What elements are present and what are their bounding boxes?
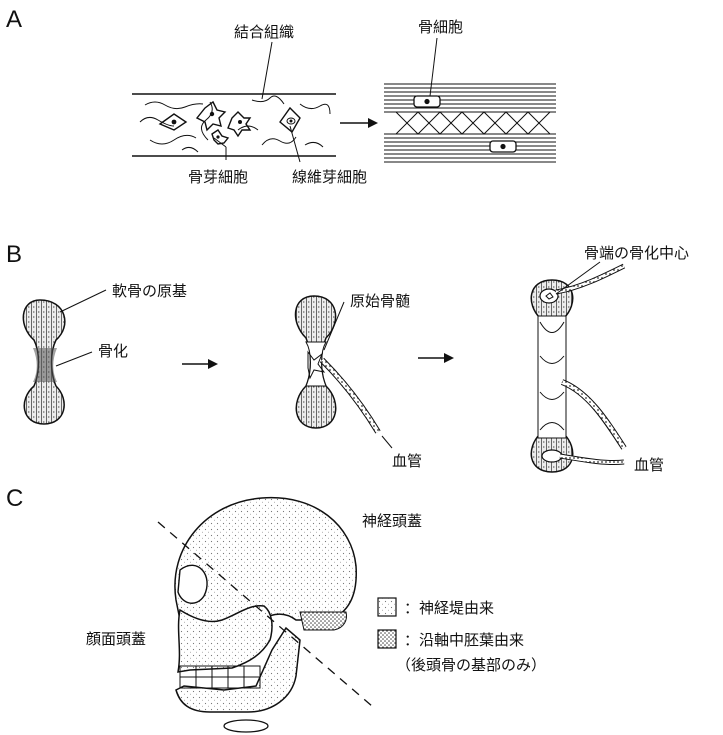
label-osteocyte: 骨細胞 — [418, 18, 463, 36]
arrow-b1 — [182, 359, 218, 369]
ossification-leader — [56, 352, 92, 366]
connective-tissue-leader — [262, 42, 272, 99]
label-viscerocranium: 顔面頭蓋 — [86, 630, 146, 648]
label-cartilage-primordium: 軟骨の原基 — [112, 282, 187, 300]
cartilage-model-drawing — [23, 300, 64, 424]
vessel-1-leader — [382, 436, 392, 448]
panel-a-letter: A — [6, 6, 22, 33]
legend-label-neural-crest: ：神経堤由来 — [404, 599, 494, 617]
skull-drawing — [158, 498, 372, 732]
panel-b-letter: B — [6, 241, 22, 268]
legend-swatch-paraxial-mesoderm — [378, 630, 396, 648]
epiphyseal-ossification-drawing — [531, 266, 624, 472]
label-blood-vessel-2: 血管 — [634, 456, 664, 474]
label-neurocranium: 神経頭蓋 — [362, 512, 422, 530]
bone-lamellae-drawing — [384, 84, 556, 162]
cartilage-leader — [60, 290, 106, 312]
arrow-b2 — [418, 353, 454, 363]
label-fibroblast: 線維芽細胞 — [292, 168, 367, 186]
label-connective-tissue: 結合組織 — [234, 23, 294, 41]
primary-ossification-drawing — [296, 296, 378, 432]
label-osteoblast: 骨芽細胞 — [188, 168, 248, 186]
osteocyte-leader — [430, 38, 437, 96]
label-ossification: 骨化 — [98, 342, 128, 360]
label-epiphyseal-center: 骨端の骨化中心 — [584, 244, 689, 262]
legend-swatch-neural-crest — [378, 598, 396, 616]
connective-tissue-drawing — [132, 94, 336, 156]
label-blood-vessel-1: 血管 — [392, 452, 422, 470]
legend-label-paraxial-mesoderm: ：沿軸中胚葉由来 — [404, 631, 524, 649]
panel-c-letter: C — [6, 485, 23, 512]
label-primitive-marrow: 原始骨髄 — [350, 292, 410, 310]
arrow-a — [340, 118, 378, 128]
legend: ：神経堤由来 ：沿軸中胚葉由来 （後頭骨の基部のみ） — [378, 598, 546, 674]
legend-label-paraxial-note: （後頭骨の基部のみ） — [396, 656, 546, 674]
